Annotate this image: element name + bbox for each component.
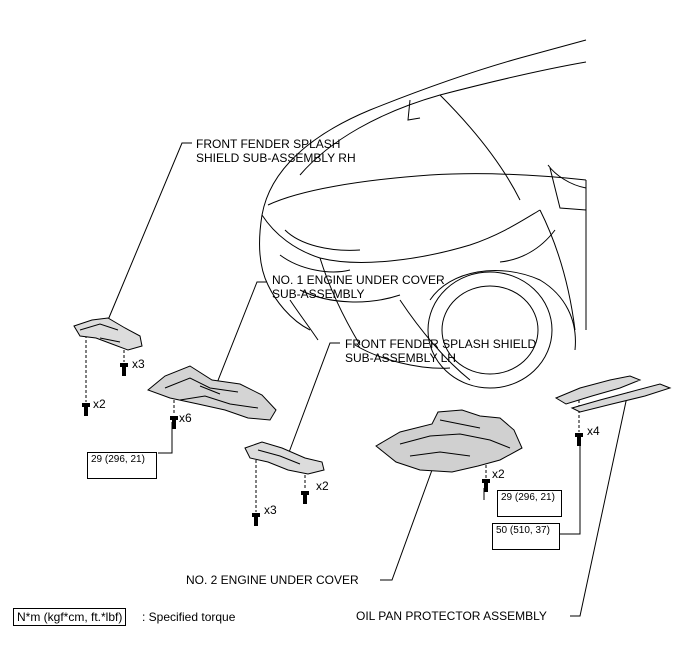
vehicle-outline — [259, 39, 587, 389]
legend-torque-units: N*m (kgf*cm, ft.*lbf) — [13, 608, 127, 626]
label-no1-engine-cover-line2: SUB-ASSEMBLY — [272, 287, 365, 301]
bolt-icon — [170, 416, 178, 429]
label-front-fender-rh-line2: SHIELD SUB-ASSEMBLY RH — [196, 151, 356, 165]
label-front-fender-lh-line2: SUB-ASSEMBLY LH — [345, 351, 456, 365]
qty-lh-lower: x3 — [264, 503, 277, 517]
bolt-icon — [301, 491, 309, 504]
qty-oil-pan: x4 — [587, 424, 600, 438]
label-no1-engine-cover-line1: NO. 1 ENGINE UNDER COVER — [272, 273, 445, 287]
legend-torque-text: : Specified torque — [142, 610, 236, 624]
bolt-icon — [82, 403, 90, 416]
qty-no2: x2 — [492, 467, 505, 481]
qty-lh-right: x2 — [316, 479, 329, 493]
label-front-fender-rh-line1: FRONT FENDER SPLASH — [196, 137, 341, 151]
label-front-fender-lh-line1: FRONT FENDER SPLASH SHIELD — [345, 337, 537, 351]
no2-engine-cover-part — [375, 409, 523, 473]
bolt-icons — [82, 363, 583, 526]
torque-oil-pan: 50 (510, 37) — [492, 523, 560, 550]
no1-engine-cover-part — [147, 365, 277, 421]
fender-shield-rh-part — [73, 317, 143, 351]
qty-no1: x6 — [179, 411, 192, 425]
qty-rh-upper: x3 — [132, 357, 145, 371]
torque-no1: 29 (296, 21) — [87, 452, 157, 479]
label-oil-pan-protector: OIL PAN PROTECTOR ASSEMBLY — [356, 609, 547, 623]
oil-pan-protector-part — [554, 375, 672, 413]
bolt-icon — [252, 513, 260, 526]
leader-lines — [107, 142, 629, 617]
fender-shield-lh-part — [244, 441, 325, 475]
label-no2-engine-cover: NO. 2 ENGINE UNDER COVER — [186, 573, 359, 587]
torque-no2: 29 (296, 21) — [497, 490, 562, 517]
bolt-icon — [482, 479, 490, 492]
bolt-icon — [575, 433, 583, 446]
qty-rh-lower: x2 — [93, 397, 106, 411]
bolt-icon — [120, 363, 128, 376]
